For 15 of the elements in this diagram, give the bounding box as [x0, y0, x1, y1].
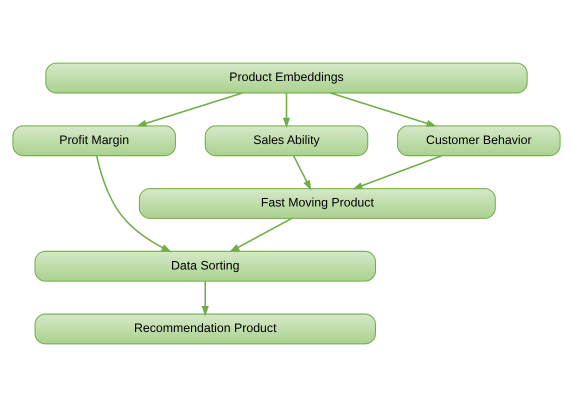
- node-box: Product Embeddings: [45, 62, 528, 93]
- arrow: [292, 155, 312, 190]
- node-box: Data Sorting: [34, 250, 376, 282]
- arrow: [202, 280, 209, 316]
- node-box: Fast Moving Product: [138, 188, 496, 218]
- node-box: Profit Margin: [12, 124, 176, 156]
- node-box: Sales Ability: [204, 124, 368, 156]
- arrow: [330, 92, 437, 126]
- node-box: Customer Behavior: [397, 124, 561, 156]
- arrow: [229, 217, 292, 252]
- arrow: [352, 154, 442, 189]
- node-box: Recommendation Product: [34, 313, 376, 344]
- arrow: [282, 92, 290, 128]
- arrow: [136, 92, 243, 126]
- arrow: [96, 155, 172, 252]
